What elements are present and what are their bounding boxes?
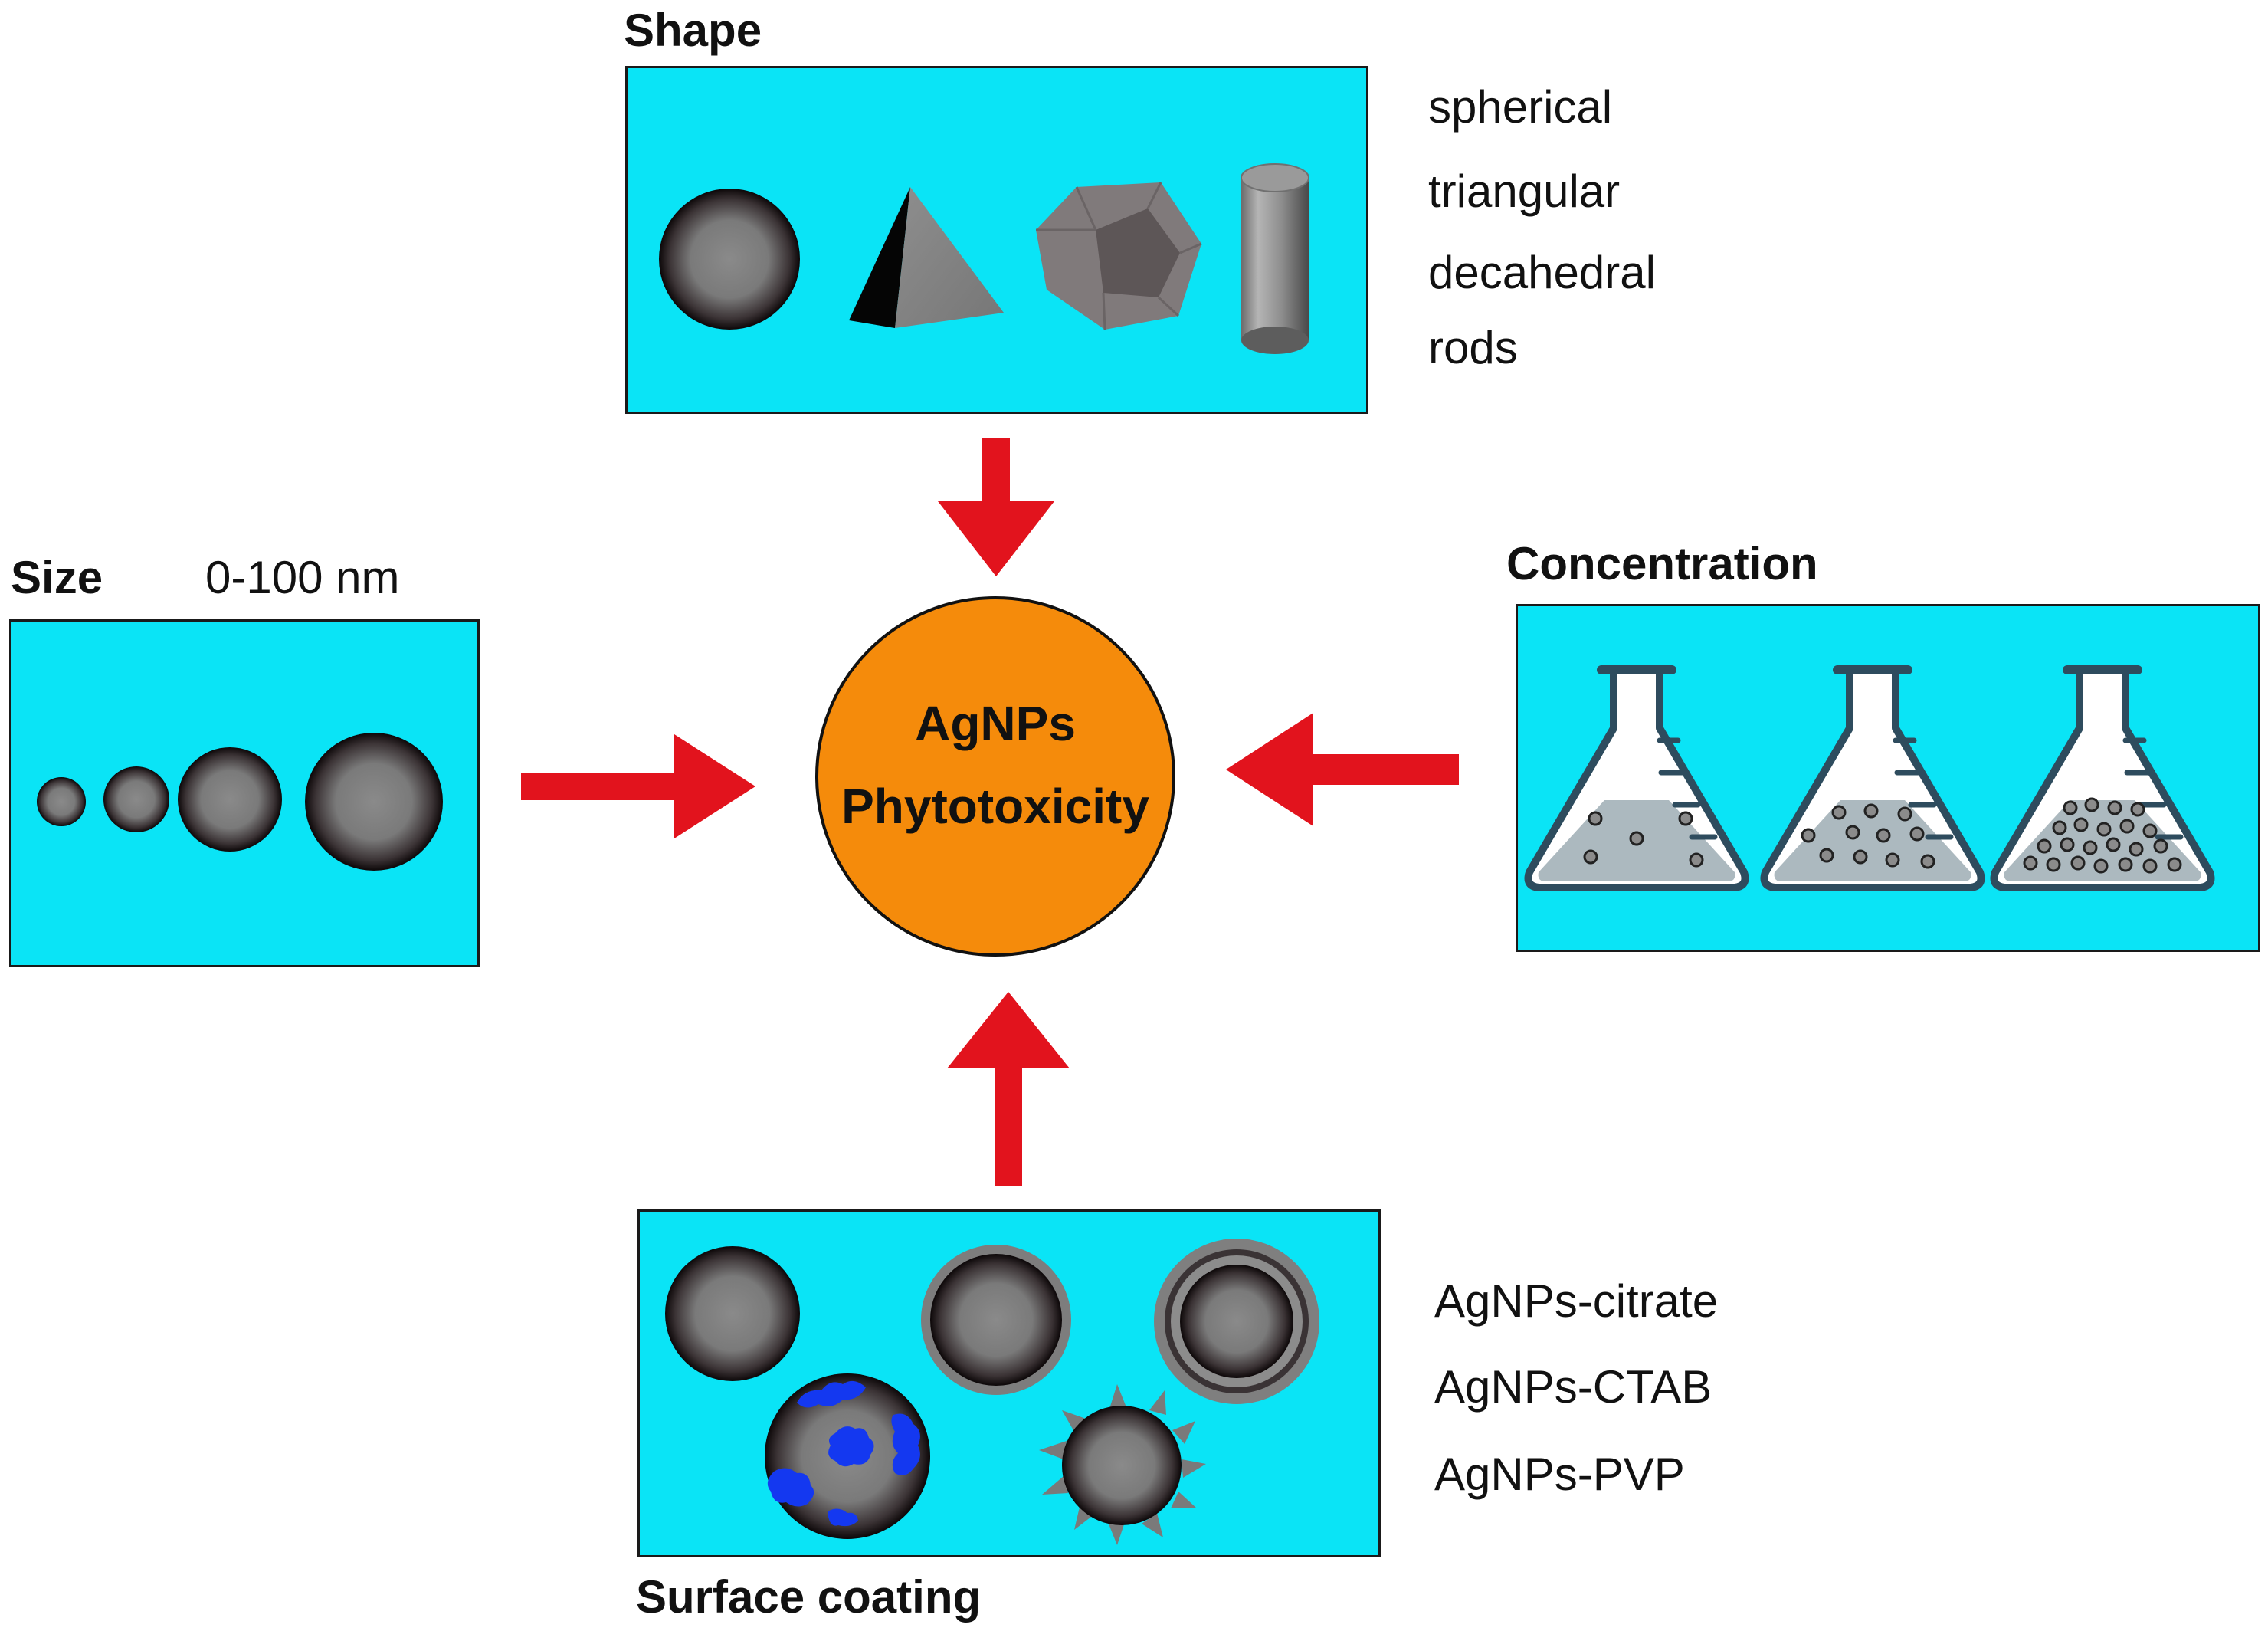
concentration-panel [1516,604,2260,952]
shape-down-arrow [938,438,1054,576]
shape-type-rods: rods [1428,322,1518,373]
size-heading: Size [11,552,103,603]
size-panel [9,619,480,967]
size-right-arrow [521,734,755,838]
shape-panel [625,66,1368,414]
surface-coating-heading: Surface coating [636,1571,982,1623]
coating-up-arrow [947,992,1070,1186]
size-range: 0-100 nm [205,552,400,603]
center-title-line1: AgNPs [915,696,1076,751]
shape-type-spherical: spherical [1428,81,1613,133]
shape-type-triangular: triangular [1428,166,1621,217]
center-title-line2: Phytotoxicity [841,779,1149,834]
surface-coating-panel [637,1209,1381,1557]
coating-type-ctab: AgNPs-CTAB [1434,1361,1712,1413]
shape-heading: Shape [624,5,762,56]
coating-type-pvp: AgNPs-PVP [1434,1449,1685,1500]
shape-type-decahedral: decahedral [1428,247,1656,298]
concentration-heading: Concentration [1506,538,1818,589]
coating-type-citrate: AgNPs-citrate [1434,1275,1719,1327]
concentration-left-arrow [1226,713,1459,826]
phytotoxicity-circle [815,596,1175,957]
